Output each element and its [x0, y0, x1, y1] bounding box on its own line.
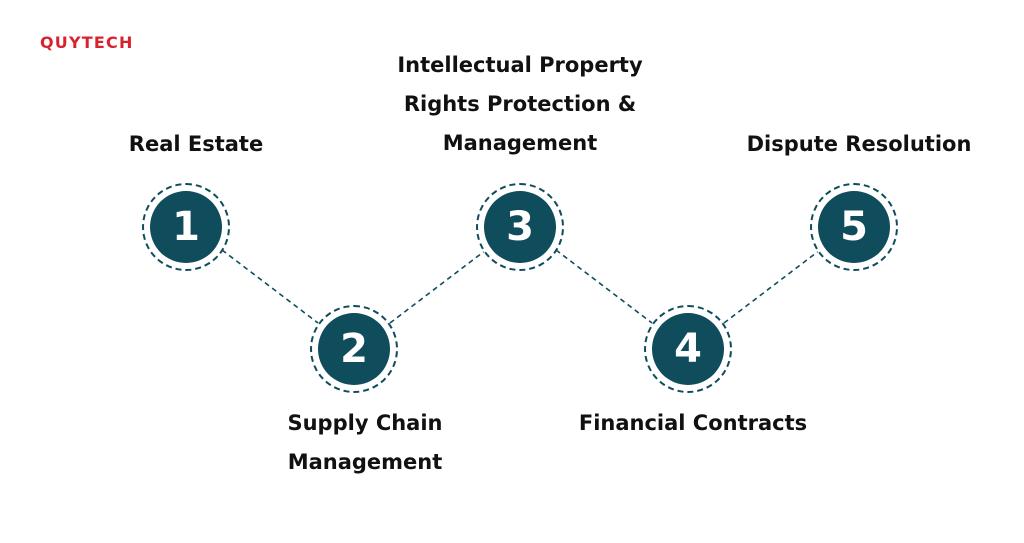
step-5-label: Dispute Resolution — [724, 125, 994, 164]
quytech-logo: QUYTECH — [40, 33, 134, 52]
step-4-number: 4 — [652, 313, 724, 385]
step-1-label: Real Estate — [96, 125, 296, 164]
connector-1-2 — [221, 249, 319, 324]
step-2-circle: 2 — [310, 305, 398, 393]
step-5-label-line-1: Dispute Resolution — [746, 132, 972, 156]
step-4-circle: 4 — [644, 305, 732, 393]
step-1-number: 1 — [150, 191, 222, 263]
step-3-label-line-1: Intellectual Property — [397, 53, 643, 77]
step-3-label: Intellectual Property Rights Protection … — [380, 46, 660, 163]
step-1-label-line-1: Real Estate — [128, 132, 264, 156]
step-4-label: Financial Contracts — [548, 404, 838, 443]
step-2-label-line-1: Supply Chain — [287, 411, 443, 435]
step-3-label-line-3: Management — [442, 131, 598, 155]
step-2-number: 2 — [318, 313, 390, 385]
connector-4-5 — [723, 249, 821, 324]
step-2-label-line-2: Management — [287, 450, 443, 474]
step-2-label: Supply Chain Management — [245, 404, 485, 482]
step-1-circle: 1 — [142, 183, 230, 271]
connector-3-4 — [555, 249, 653, 324]
step-3-circle: 3 — [476, 183, 564, 271]
step-5-circle: 5 — [810, 183, 898, 271]
step-3-number: 3 — [484, 191, 556, 263]
step-4-label-line-1: Financial Contracts — [578, 411, 808, 435]
connector-2-3 — [389, 249, 487, 324]
step-5-number: 5 — [818, 191, 890, 263]
step-3-label-line-2: Rights Protection & — [403, 92, 637, 116]
